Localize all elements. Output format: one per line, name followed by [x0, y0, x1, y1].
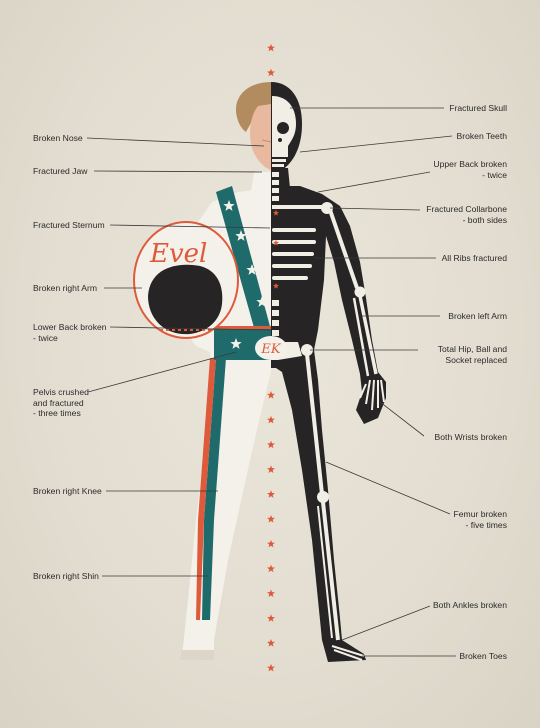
label-broken-right-arm: Broken right Arm	[33, 283, 97, 293]
svg-text:EK: EK	[260, 342, 281, 357]
label-fractured-skull: Fractured Skull	[449, 103, 507, 113]
helmet-logo: Evel	[149, 239, 207, 269]
label-total-hip: Total Hip, Ball and Socket replaced	[437, 344, 507, 365]
suit-half: Evel EK	[133, 82, 287, 660]
label-both-ankles-broken: Both Ankles broken	[432, 600, 507, 610]
star-icon	[267, 465, 275, 473]
sash	[216, 186, 271, 342]
label-fractured-jaw: Fractured Jaw	[33, 166, 88, 176]
star-icon	[267, 614, 275, 622]
star-icon	[267, 589, 275, 597]
label-both-wrists-broken: Both Wrists broken	[434, 432, 507, 442]
star-icon	[267, 490, 275, 498]
label-femur-broken: Femur broken - five times	[453, 509, 508, 530]
label-lower-back-broken: Lower Back broken - twice	[33, 322, 107, 343]
star-icon	[267, 639, 275, 647]
star-icon	[272, 282, 280, 289]
star-icon	[256, 296, 268, 307]
star-icon	[235, 230, 247, 241]
label-broken-right-knee: Broken right Knee	[33, 486, 102, 496]
label-pelvis-crushed: Pelvis crushed and fractured - three tim…	[33, 387, 89, 418]
label-broken-left-arm: Broken left Arm	[448, 311, 507, 321]
label-upper-back-broken: Upper Back broken - twice	[433, 159, 507, 180]
star-icon	[267, 515, 275, 523]
star-icon	[267, 43, 275, 52]
center-star-line	[267, 43, 275, 672]
leader-lines	[86, 107, 456, 657]
label-all-ribs-fractured: All Ribs fractured	[441, 253, 507, 263]
star-icon	[267, 663, 275, 672]
star-icon	[246, 264, 258, 275]
helmet-icon: Evel	[133, 221, 239, 339]
star-icon	[272, 239, 280, 246]
star-icon	[267, 415, 275, 424]
star-icon	[267, 391, 275, 399]
star-icon	[230, 338, 242, 349]
star-icon	[267, 440, 275, 449]
star-icon	[267, 539, 275, 548]
skeleton-half	[271, 82, 386, 662]
label-broken-toes: Broken Toes	[459, 651, 507, 661]
belt-buckle-icon: EK	[255, 336, 287, 360]
label-fractured-collarbone: Fractured Collarbone - both sides	[426, 204, 507, 225]
label-broken-right-shin: Broken right Shin	[33, 571, 99, 581]
star-icon	[267, 564, 275, 573]
star-icon	[272, 209, 280, 216]
label-broken-nose: Broken Nose	[33, 133, 83, 143]
label-fractured-sternum: Fractured Sternum	[33, 220, 105, 230]
star-icon	[267, 68, 275, 77]
label-broken-teeth: Broken Teeth	[456, 131, 507, 141]
star-icon	[223, 200, 235, 211]
